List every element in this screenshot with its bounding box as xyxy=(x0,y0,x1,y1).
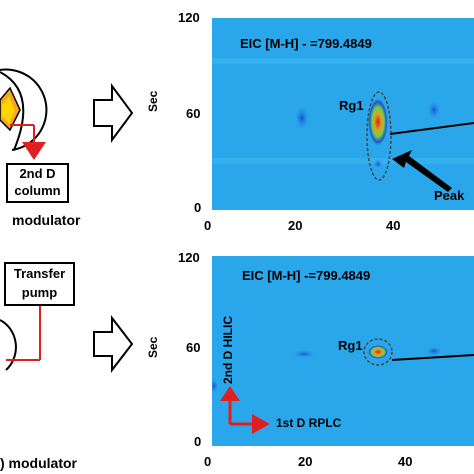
top-peak-rg1 xyxy=(368,98,388,146)
pump-label-line1: Transfer xyxy=(13,266,66,281)
top-x-tick-40: 40 xyxy=(386,218,401,233)
top-y-tick-60: 60 xyxy=(186,106,201,121)
flow-arrow-down xyxy=(22,142,46,160)
bottom-x-tick-0: 0 xyxy=(204,454,212,469)
bottom-contour-plot: EIC [M-H] -=799.4849 Rg1 2nd D HILIC 1st… xyxy=(212,256,474,446)
bottom-spot-45 xyxy=(425,346,443,356)
bottom-y-tick-0: 0 xyxy=(194,434,202,449)
modulator-label-bottom: ) modulator xyxy=(0,455,77,471)
bottom-peak-rg1 xyxy=(368,345,388,359)
outline-arrow-top xyxy=(93,82,134,144)
bottom-x-tick-40: 40 xyxy=(398,454,413,469)
bottom-leader-line xyxy=(391,354,474,361)
bottom-eic-label: EIC [M-H] -=799.4849 xyxy=(242,268,371,283)
bottom-x-tick-20: 20 xyxy=(298,454,313,469)
top-contour-plot: EIC [M-H] - =799.4849 Rg1 Peak xyxy=(212,18,474,210)
outline-arrow-bottom xyxy=(93,315,134,373)
top-spot-20 xyxy=(294,105,310,131)
top-y-tick-120: 120 xyxy=(178,10,200,25)
bottom-rg1-label: Rg1 xyxy=(338,338,363,353)
bottom-spot-20 xyxy=(292,350,316,358)
dim2-arrow xyxy=(220,386,240,401)
bottom-y-axis-label: Sec xyxy=(146,336,160,358)
top-y-tick-0: 0 xyxy=(194,200,202,215)
top-leader-line xyxy=(389,122,474,135)
second-d-column-box: 2nd D column xyxy=(6,163,69,203)
column-label-line1: 2nd D xyxy=(19,166,56,181)
bottom-peak-outline xyxy=(363,338,393,366)
top-x-tick-0: 0 xyxy=(204,218,212,233)
top-peak-arrow xyxy=(392,150,452,192)
valve-circle-bottom xyxy=(0,319,17,371)
top-eic-label: EIC [M-H] - =799.4849 xyxy=(240,36,372,51)
top-y-axis-label: Sec xyxy=(146,90,160,112)
top-peak-label: Peak xyxy=(434,188,465,203)
bottom-y-tick-120: 120 xyxy=(178,250,200,265)
top-peak-outline xyxy=(366,91,392,181)
dim2-label: 2nd D HILIC xyxy=(221,316,235,384)
column-label-line2: column xyxy=(14,183,61,198)
top-rg1-label: Rg1 xyxy=(339,98,364,113)
transfer-pump-box: Transfer pump xyxy=(4,262,75,306)
dim1-arrow xyxy=(252,414,270,434)
top-x-tick-20: 20 xyxy=(288,218,303,233)
dim1-label: 1st D RPLC xyxy=(276,416,342,430)
bottom-y-tick-60: 60 xyxy=(186,340,201,355)
modulator-label-top: modulator xyxy=(12,212,81,228)
top-spot-47 xyxy=(427,100,441,120)
pump-label-line2: pump xyxy=(21,285,58,300)
